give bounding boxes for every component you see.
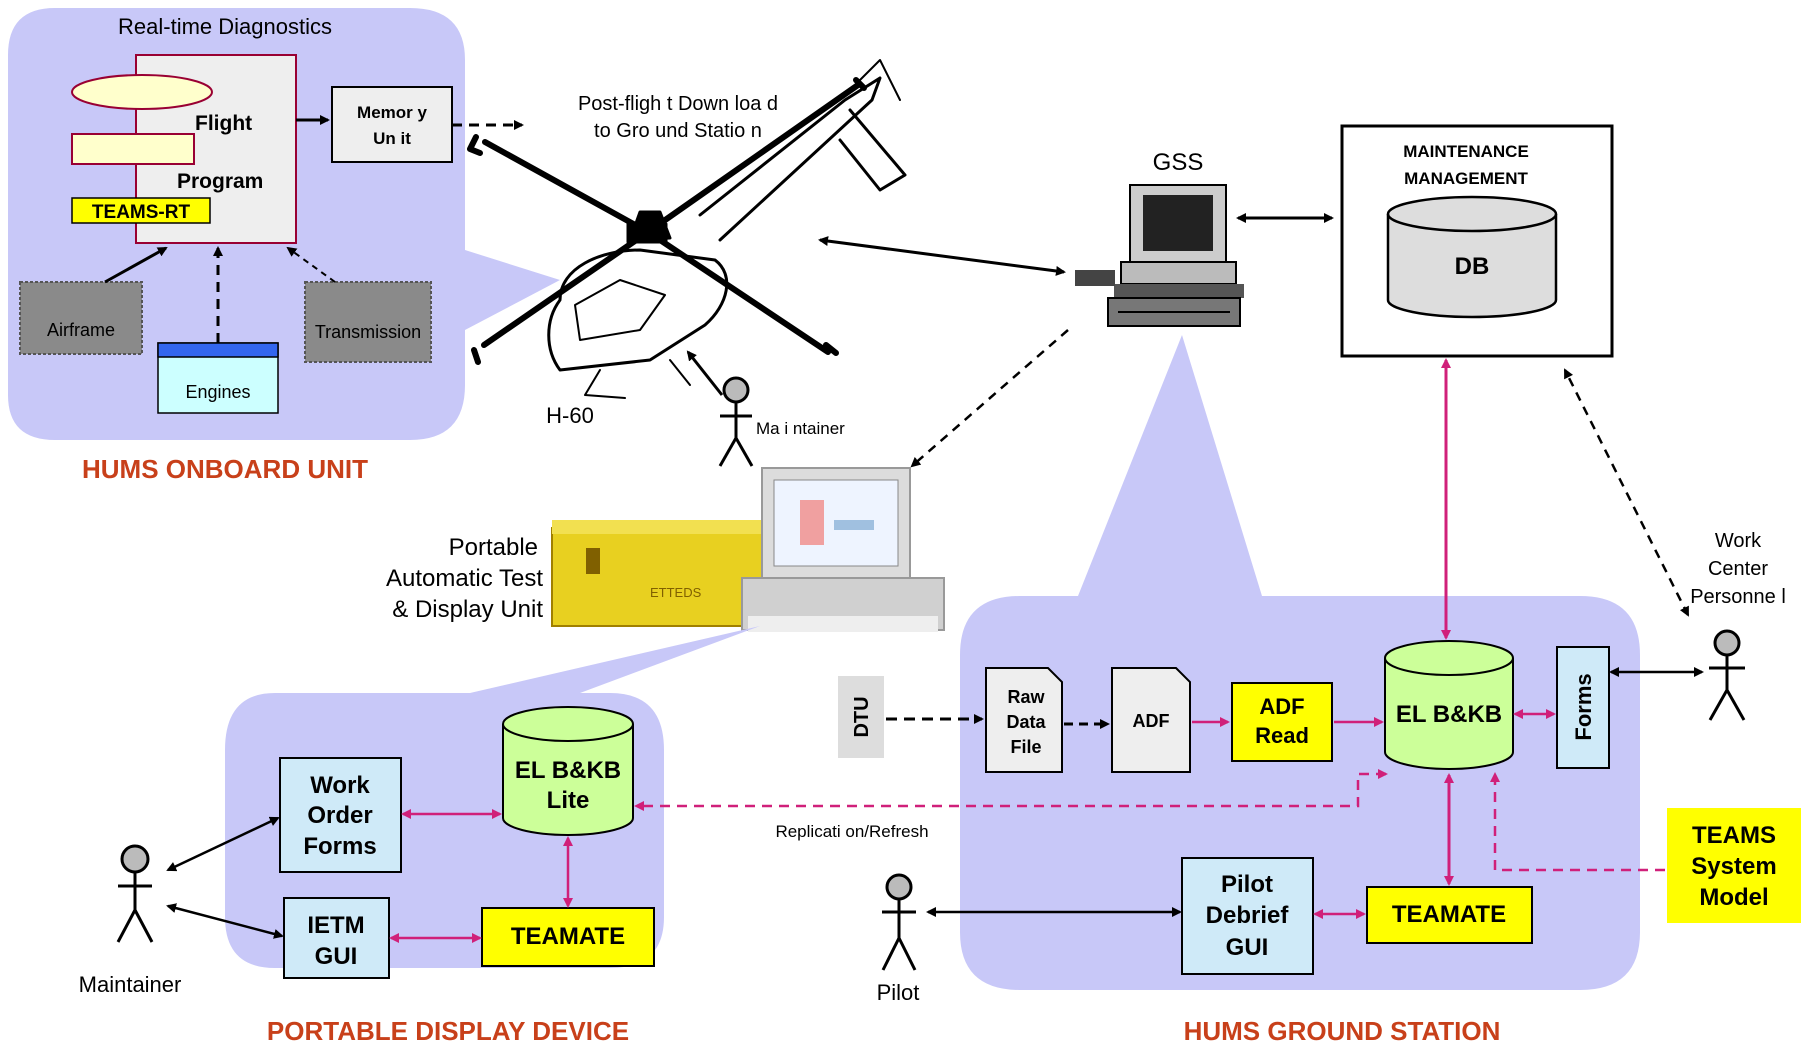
replication-refresh-label: Replicati on/Refresh bbox=[775, 822, 928, 841]
pilot-figure bbox=[881, 873, 917, 971]
work-center-label-3: Personne l bbox=[1690, 586, 1786, 608]
forms-label: Forms bbox=[1571, 673, 1596, 740]
maintainer-figure-onboard bbox=[718, 376, 754, 467]
memory-unit-label-2: Un it bbox=[373, 129, 411, 148]
db-label: DB bbox=[1455, 253, 1490, 280]
raw-data-label-2: Data bbox=[1006, 712, 1046, 732]
teams-model-label-1: TEAMS bbox=[1692, 822, 1776, 849]
download-label-1: Post-fligh t Down loa d bbox=[578, 93, 778, 115]
h60-helicopter-illustration bbox=[467, 59, 907, 399]
ietm-gui-label-2: GUI bbox=[315, 943, 358, 970]
hums-onboard-unit-label: HUMS ONBOARD UNIT bbox=[82, 454, 368, 484]
download-label-2: to Gro und Statio n bbox=[594, 120, 762, 142]
elbkb-cylinder bbox=[1384, 640, 1514, 770]
pilot-debrief-label-3: GUI bbox=[1226, 934, 1269, 961]
patdu-case-text: ETTEDS bbox=[650, 585, 702, 600]
maintainer-portable-label: Maintainer bbox=[79, 972, 182, 997]
adf-read-label-1: ADF bbox=[1259, 694, 1304, 719]
work-center-label-2: Center bbox=[1708, 558, 1768, 580]
teams-model-label-2: System bbox=[1691, 853, 1776, 880]
maintainer-to-aircraft-arrow bbox=[686, 350, 724, 396]
engines-label: Engines bbox=[185, 382, 250, 402]
work-order-label-1: Work bbox=[310, 772, 370, 799]
program-rect-shape bbox=[71, 133, 195, 165]
elbkb-label: EL B&KB bbox=[1396, 701, 1502, 728]
flight-label: Flight bbox=[195, 112, 252, 135]
teamate-ground-label: TEAMATE bbox=[1392, 901, 1506, 928]
gss-to-portable-arrow bbox=[910, 329, 1069, 468]
adf-label: ADF bbox=[1133, 711, 1170, 731]
adf-doc bbox=[1111, 667, 1191, 773]
memory-unit-box bbox=[331, 86, 453, 163]
elbkb-lite-cylinder bbox=[502, 706, 634, 836]
work-center-personnel-figure bbox=[1708, 629, 1746, 721]
raw-data-file-doc bbox=[985, 667, 1063, 773]
adf-read-box bbox=[1231, 682, 1333, 762]
pilot-label: Pilot bbox=[877, 980, 920, 1005]
work-order-label-2: Order bbox=[307, 802, 372, 829]
program-label: Program bbox=[177, 170, 263, 193]
onboard-unit-group: Real-time Diagnostics Flight Program TEA… bbox=[8, 8, 560, 484]
pilot-debrief-label-1: Pilot bbox=[1221, 871, 1273, 898]
aircraft-gss-arrow bbox=[818, 236, 1066, 276]
raw-data-label-1: Raw bbox=[1007, 687, 1045, 707]
work-order-forms-box bbox=[279, 757, 402, 873]
portable-bubble bbox=[225, 626, 760, 968]
teams-rt-label: TEAMS-RT bbox=[92, 202, 191, 223]
ietm-gui-label-1: IETM bbox=[307, 912, 364, 939]
gss-label: GSS bbox=[1153, 149, 1204, 176]
engines-box-header bbox=[157, 342, 279, 358]
adf-read-label-2: Read bbox=[1255, 723, 1309, 748]
dtu-box bbox=[838, 676, 884, 758]
maintainer-figure-portable bbox=[116, 844, 154, 943]
transmission-to-program-arrow bbox=[286, 246, 336, 283]
patdu-equipment-illustration: ETTEDS bbox=[551, 467, 945, 632]
hums-ground-station-label: HUMS GROUND STATION bbox=[1184, 1016, 1501, 1044]
patdu-label-1: Portable bbox=[449, 534, 538, 561]
teams-rt-box bbox=[71, 197, 211, 224]
program-ellipse-shape bbox=[71, 74, 213, 110]
h60-label: H-60 bbox=[546, 403, 594, 428]
maintainer-onboard-label: Ma i ntainer bbox=[756, 419, 845, 438]
transmission-label: Transmission bbox=[315, 322, 421, 342]
pilot-debrief-gui-box bbox=[1181, 857, 1314, 975]
work-center-label-1: Work bbox=[1715, 530, 1762, 552]
replication-refresh-arrow bbox=[634, 769, 1388, 811]
pilot-debrief-label-2: Debrief bbox=[1206, 902, 1290, 929]
forms-box bbox=[1556, 646, 1610, 769]
dtu-label: DTU bbox=[851, 696, 873, 737]
transmission-box bbox=[304, 281, 432, 363]
maintainer-workorder-arrow bbox=[166, 816, 280, 872]
airframe-label: Airframe bbox=[47, 320, 115, 340]
memory-unit-label-1: Memor y bbox=[357, 103, 427, 122]
patdu-label-3: & Display Unit bbox=[392, 596, 543, 623]
maintenance-title-1: MAINTENANCE bbox=[1403, 142, 1529, 161]
gss-computer-icon bbox=[1075, 184, 1244, 327]
teams-system-model-box bbox=[1667, 808, 1801, 923]
portable-display-device-label: PORTABLE DISPLAY DEVICE bbox=[267, 1016, 629, 1044]
maintainer-ietm-arrow bbox=[166, 903, 284, 939]
elbkb-lite-label-1: EL B&KB bbox=[515, 757, 621, 784]
raw-data-label-3: File bbox=[1010, 737, 1041, 757]
teamate-portable-box bbox=[481, 907, 655, 967]
teamate-portable-label: TEAMATE bbox=[511, 923, 625, 950]
airframe-to-program-arrow bbox=[104, 246, 168, 284]
elbkb-lite-label-2: Lite bbox=[547, 787, 590, 814]
work-order-label-3: Forms bbox=[303, 833, 376, 860]
db-cylinder bbox=[1386, 195, 1558, 319]
teams-model-label-3: Model bbox=[1699, 884, 1768, 911]
patdu-label-2: Automatic Test bbox=[386, 565, 543, 592]
teams-model-to-elbkb-arrow bbox=[1490, 772, 1665, 872]
airframe-box bbox=[19, 281, 143, 355]
ground-station-bubble bbox=[960, 335, 1640, 990]
ietm-gui-box bbox=[283, 897, 390, 979]
teamate-ground-box bbox=[1366, 886, 1533, 944]
realtime-diagnostics-title: Real-time Diagnostics bbox=[118, 14, 332, 39]
maintenance-title-2: MANAGEMENT bbox=[1404, 169, 1528, 188]
personnel-to-maintenance-arrow bbox=[1563, 368, 1690, 617]
